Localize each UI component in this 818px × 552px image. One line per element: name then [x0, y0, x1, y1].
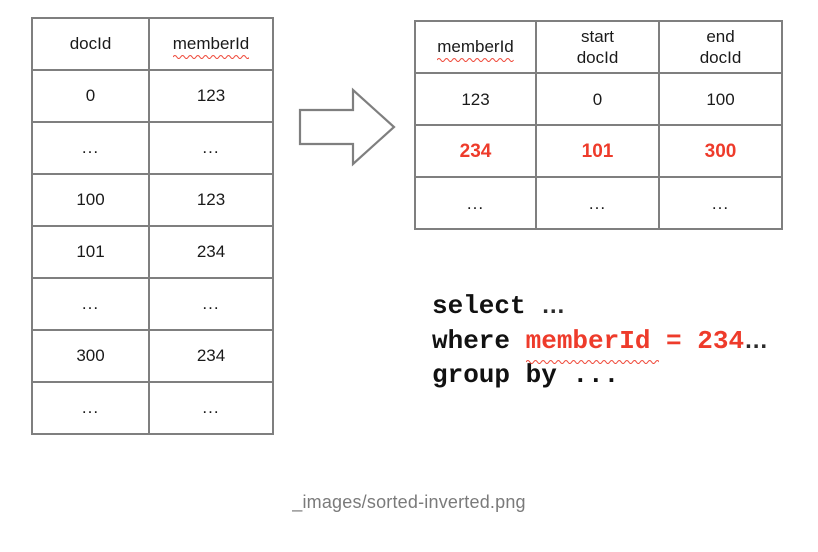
result-cell-end: ... — [658, 176, 783, 230]
cell-text: ... — [202, 138, 220, 157]
table-row: 0 123 — [31, 69, 274, 123]
sql-line-groupby: group by ... — [432, 358, 767, 393]
cell-text: 0 — [85, 86, 96, 105]
cell-text: 100 — [76, 190, 105, 209]
spellcheck-squiggle-icon — [172, 54, 250, 59]
table-row: ... ... — [31, 277, 274, 331]
source-table: docId memberId 0 123 ... ... 100 123 101… — [31, 17, 274, 435]
cell-text: 0 — [592, 89, 603, 109]
result-header-memberid: memberId — [414, 20, 537, 74]
cell-text: ... — [81, 294, 100, 313]
table-row: 101 234 — [31, 225, 274, 279]
cell-text: 101 — [581, 140, 614, 162]
source-header-docid-label: docId — [69, 34, 112, 53]
sql-keyword-groupby: group by — [432, 360, 557, 390]
table-header-row: memberId start docId end docId — [414, 20, 783, 74]
source-cell-memberid: 123 — [148, 173, 274, 227]
cell-text: ... — [81, 138, 100, 157]
sql-keyword-where: where — [432, 326, 511, 356]
source-cell-docid: 0 — [31, 69, 150, 123]
source-cell-docid: ... — [31, 381, 150, 435]
source-cell-docid: 300 — [31, 329, 150, 383]
sql-select-ellipsis: … — [541, 292, 565, 319]
sql-line-select: select … — [432, 288, 767, 323]
source-header-memberid-label: memberId — [172, 33, 250, 53]
cell-text: 100 — [706, 89, 735, 109]
table-row: 123 0 100 — [414, 72, 783, 126]
source-cell-memberid: 234 — [148, 329, 274, 383]
cell-text: ... — [466, 193, 485, 213]
cell-text: 234 — [459, 140, 492, 162]
cell-text: 123 — [196, 86, 226, 105]
table-row: 300 234 — [31, 329, 274, 383]
sql-line-where: where memberId = 234… — [432, 323, 768, 364]
sql-groupby-ellipsis: ... — [572, 360, 620, 390]
cell-text: 300 — [76, 346, 105, 365]
cell-text: ... — [711, 193, 730, 213]
sql-keyword-select: select — [432, 291, 526, 321]
result-cell-start: 101 — [535, 124, 660, 178]
cell-text: 234 — [196, 346, 226, 365]
cell-text: 234 — [196, 242, 226, 261]
result-header-end-docid: end docId — [658, 20, 783, 74]
source-header-docid: docId — [31, 17, 150, 71]
source-cell-docid: ... — [31, 277, 150, 331]
figure-caption: _images/sorted-inverted.png — [292, 492, 526, 512]
result-cell-start: 0 — [535, 72, 660, 126]
cell-text: ... — [202, 294, 220, 313]
source-cell-memberid: 234 — [148, 225, 274, 279]
result-header-start-line1: start — [580, 27, 615, 46]
cell-text: 123 — [196, 190, 226, 209]
table-row: ... ... — [31, 121, 274, 175]
result-header-end-line2: docId — [699, 48, 742, 67]
result-header-memberid-label: memberId — [437, 37, 514, 56]
source-cell-memberid: 123 — [148, 69, 274, 123]
result-header-start-docid: start docId — [535, 20, 660, 74]
table-header-row: docId memberId — [31, 17, 274, 71]
cell-text: ... — [202, 398, 220, 417]
source-cell-docid: ... — [31, 121, 150, 175]
table-row-highlighted: 234 101 300 — [414, 124, 783, 178]
sql-where-expression: memberId = 234 — [525, 326, 745, 356]
cell-text: 101 — [76, 242, 105, 261]
cell-text: ... — [81, 398, 100, 417]
sql-snippet: select … where memberId = 234… group by … — [432, 288, 768, 393]
spellcheck-squiggle-icon — [437, 57, 514, 62]
cell-text: 300 — [704, 140, 737, 162]
table-row: 100 123 — [31, 173, 274, 227]
source-cell-memberid: ... — [148, 121, 274, 175]
sql-where-expression-wrap: memberId = 234 — [525, 324, 745, 364]
result-cell-end: 300 — [658, 124, 783, 178]
cell-text: 123 — [461, 89, 490, 109]
source-cell-docid: 100 — [31, 173, 150, 227]
table-row: ... ... ... — [414, 176, 783, 230]
source-cell-docid: 101 — [31, 225, 150, 279]
result-cell-memberid: 123 — [414, 72, 537, 126]
source-header-memberid: memberId — [148, 17, 274, 71]
result-header-memberid-label-wrap: memberId — [437, 36, 514, 62]
table-row: ... ... — [31, 381, 274, 435]
result-cell-start: ... — [535, 176, 660, 230]
cell-text: ... — [588, 193, 607, 213]
result-cell-memberid: 234 — [414, 124, 537, 178]
result-cell-memberid: ... — [414, 176, 537, 230]
source-header-memberid-label-wrap: memberId — [172, 33, 250, 59]
result-cell-end: 100 — [658, 72, 783, 126]
result-table: memberId start docId end docId 123 0 100… — [414, 20, 783, 230]
sql-where-ellipsis: … — [744, 327, 768, 354]
source-cell-memberid: ... — [148, 381, 274, 435]
result-header-start-line2: docId — [576, 48, 619, 67]
result-header-end-line1: end — [706, 27, 735, 46]
right-arrow-icon — [298, 87, 396, 167]
source-cell-memberid: ... — [148, 277, 274, 331]
